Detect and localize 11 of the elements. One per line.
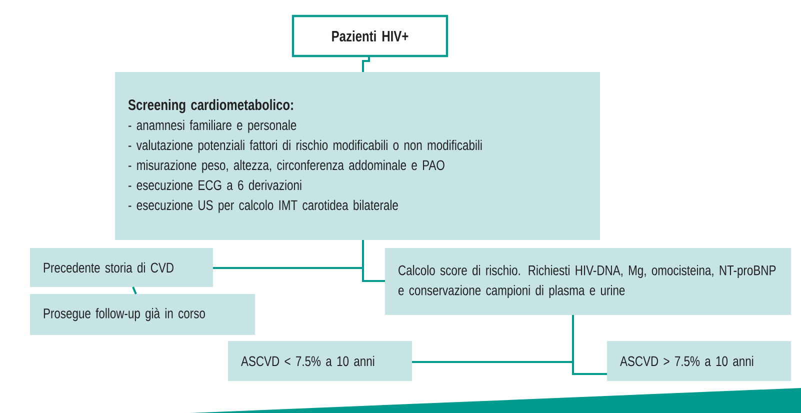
start-box: Pazienti HIV+ [292,14,448,58]
connector-line [132,286,137,294]
process-box: ASCVD > 7.5% a 10 anni [607,341,791,381]
process-box: ASCVD < 7.5% a 10 anni [228,341,412,381]
connector-line [572,315,607,375]
process-box: Precedente storia di CVD [30,248,213,287]
process-box: Prosegue follow-up già in corso [30,294,255,335]
process-box: Calcolo score di rischio. Richiesti HIV-DNA, Mg, omocisteina, NT-proBNP e conservazione campioni di plasma e urine [385,248,791,315]
screening-box: Screening cardiometabolico: - anamnesi familiare e personale - valutazione potenziali fattori di rischio modificabili o non modificabili - misurazione peso, altezza, circonferenza addominale e PAO - esecuzione ECG a 6 derivazioni - esecuzione US per calcolo IMT carotidea bilaterale [115,72,600,240]
connector-line [362,240,385,282]
connector-line [362,56,370,72]
